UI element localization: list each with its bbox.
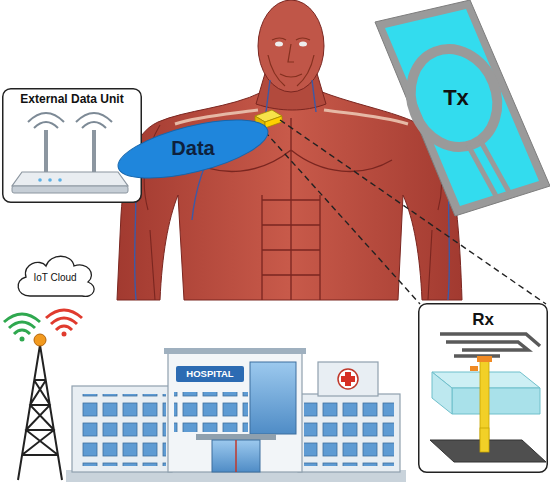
- chip-front: [265, 116, 282, 128]
- iot-cloud: IoT Cloud: [12, 250, 98, 302]
- router-body: [12, 172, 128, 186]
- data-link-ellipse: Data: [116, 120, 270, 178]
- wifi-dot: [20, 337, 25, 342]
- antenna: [92, 130, 96, 172]
- right-tower: [318, 362, 378, 396]
- entrance-door: [212, 440, 260, 472]
- door-split: [235, 440, 237, 472]
- torso-arms: [117, 92, 462, 300]
- loop-antenna: [396, 36, 511, 160]
- center-windows: [174, 392, 248, 432]
- radiating-patch: [440, 334, 540, 356]
- box-fill: [419, 304, 547, 472]
- right-wing: [298, 394, 400, 472]
- tx-antenna-panel: Tx: [372, 0, 550, 218]
- radio-signal: [46, 310, 82, 330]
- router-base: [12, 186, 128, 193]
- external-data-unit-box: External Data Unit: [2, 88, 142, 203]
- eye: [275, 42, 283, 47]
- rx-box: Rx: [418, 303, 548, 473]
- cross-badge: [338, 369, 358, 389]
- hospital-building: [66, 348, 406, 482]
- glass-facade: [250, 362, 296, 434]
- substrate-front: [452, 388, 540, 414]
- node-label: Data: [116, 137, 270, 159]
- antenna: [44, 130, 48, 172]
- face-muscles: [268, 38, 314, 86]
- roof-band: [164, 348, 306, 354]
- feed-line: [468, 140, 509, 196]
- eye: [299, 42, 307, 47]
- node-label: External Data Unit: [2, 93, 142, 106]
- node-label: Tx: [434, 86, 478, 110]
- box-outline: [3, 89, 142, 203]
- feed-pad: [470, 366, 478, 371]
- feed-pad: [477, 356, 492, 362]
- entrance-canopy: [196, 434, 276, 440]
- node-label: IoT Cloud: [12, 272, 98, 283]
- radio-dot: [62, 332, 67, 337]
- left-windows: [78, 394, 166, 466]
- leader-line: [258, 124, 420, 304]
- right-windows: [304, 400, 394, 466]
- led: [48, 178, 52, 182]
- panel-substrate: [385, 9, 539, 206]
- feed-pin-lower: [480, 428, 489, 452]
- box-fill: [3, 89, 141, 202]
- router-icon: [3, 89, 141, 202]
- wifi-signal: [4, 314, 40, 334]
- data-ellipse: [113, 108, 274, 190]
- veins: [135, 80, 450, 300]
- head: [258, 0, 324, 92]
- red-cross: [341, 372, 355, 386]
- left-wing: [72, 386, 172, 472]
- cell-tower: [4, 310, 82, 480]
- led: [58, 178, 62, 182]
- led: [38, 178, 42, 182]
- wifi-arcs: [28, 113, 112, 128]
- center-block: [168, 352, 302, 472]
- substrate-side: [432, 372, 452, 414]
- feed-pin: [480, 360, 489, 460]
- hospital-sign-text: HOSPITAL: [176, 369, 244, 379]
- node-label: Rx: [418, 311, 548, 330]
- tower-lattice: [18, 345, 62, 480]
- hospital-sign: [176, 366, 244, 382]
- rx-antenna: [419, 304, 547, 472]
- box-outline: [419, 304, 548, 473]
- tower-beacon: [34, 334, 46, 346]
- panel-frame: [375, 0, 550, 216]
